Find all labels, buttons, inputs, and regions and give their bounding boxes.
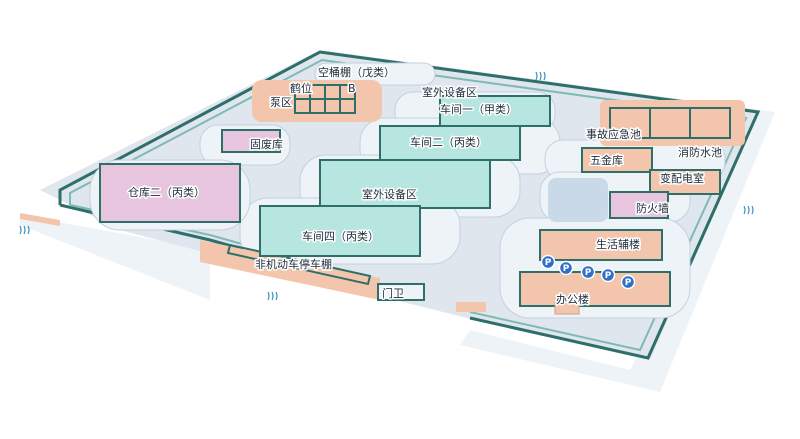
- bicycle-shed: [200, 240, 380, 300]
- hardware-store-building: [581, 147, 653, 173]
- right-side-buildings: [519, 100, 745, 315]
- label-hardware-store: 五金库: [590, 153, 623, 167]
- label-outdoor-equipment-mid: 室外设备区: [362, 187, 417, 201]
- bicycle-shed-roof: [226, 243, 372, 286]
- water-ripple-icon: [19, 225, 30, 235]
- warehouse-2-building: [99, 163, 241, 223]
- living-building: [539, 229, 663, 261]
- label-workshop-2: 车间二（丙类）: [410, 135, 487, 149]
- water-ripple-icon: [535, 71, 546, 81]
- label-crane-position: 鹤位: [290, 81, 312, 95]
- firewall-pad: [548, 178, 608, 222]
- label-accident-pool: 事故应急池: [586, 127, 641, 141]
- parking-icon: [558, 260, 574, 276]
- workshop-2-building: [379, 125, 521, 161]
- wall-inner: [69, 58, 748, 352]
- gatehouse-side-pad: [456, 302, 486, 312]
- label-solid-waste-store: 固废库: [250, 137, 283, 151]
- label-warehouse-2: 仓库二（丙类）: [128, 185, 205, 199]
- label-gatehouse: 门卫: [382, 286, 404, 300]
- substation-building: [649, 169, 721, 195]
- parking-icon-letter: P: [563, 264, 570, 274]
- accident-pool-building: [609, 107, 731, 139]
- pink-buildings: [99, 129, 281, 223]
- parking-icon: [600, 267, 616, 283]
- parking-icon: [580, 264, 596, 280]
- road-bottom-right: [460, 110, 775, 392]
- road-left-salmon-strip: [20, 213, 60, 226]
- road-bottom-left: [20, 215, 210, 300]
- label-empty-barrel-shed: 空桶棚（戊类）: [318, 65, 395, 79]
- firewall-building: [609, 191, 669, 219]
- label-substation: 变配电室: [660, 171, 704, 185]
- label-outdoor-equipment-top: 室外设备区: [422, 85, 477, 99]
- workshop-4-building: [259, 205, 421, 257]
- parking-icon-letter: P: [585, 268, 592, 278]
- label-firewall: 防火墙: [636, 201, 669, 215]
- workshops: [259, 95, 551, 257]
- wall-outer: [58, 50, 761, 360]
- map-labels: 空桶棚（戊类） 鹤位 B 泵区 室外设备区 车间一（甲类） 固废库 车间二（丙类…: [127, 64, 724, 308]
- label-pump-area: 泵区: [270, 96, 292, 109]
- label-workshop-4: 车间四（丙类）: [302, 229, 379, 243]
- parking-icon-letter: P: [545, 258, 552, 268]
- gatehouse-building: [377, 283, 425, 301]
- pump-area-block: [252, 80, 382, 122]
- parking-spaces: P P P P P: [540, 254, 636, 290]
- label-workshop-1: 车间一（甲类）: [440, 102, 517, 116]
- label-office-building: 办公楼: [556, 292, 589, 306]
- accident-pool-pad: [600, 100, 745, 146]
- parking-icon-letter: P: [605, 271, 612, 281]
- parking-icon-letter: P: [625, 278, 632, 288]
- parking-icon: [620, 274, 636, 290]
- solid-waste-store-building: [221, 129, 281, 153]
- water-icons: [19, 71, 754, 301]
- label-letter-b: B: [348, 82, 356, 95]
- pump-area-pad: [252, 80, 382, 122]
- workshop-1-building: [439, 95, 551, 127]
- parking-icon: [540, 254, 556, 270]
- office-building: [519, 271, 671, 307]
- office-entrance: [554, 301, 580, 315]
- bicycle-shed-base: [200, 240, 380, 300]
- label-fire-pool: 消防水池: [678, 145, 722, 159]
- water-ripple-icon: [743, 205, 754, 215]
- water-ripple-icon: [267, 291, 278, 301]
- gatehouse: [377, 283, 486, 312]
- label-bicycle-shed: 非机动车停车棚: [255, 257, 332, 271]
- label-living-building: 生活辅楼: [596, 237, 640, 251]
